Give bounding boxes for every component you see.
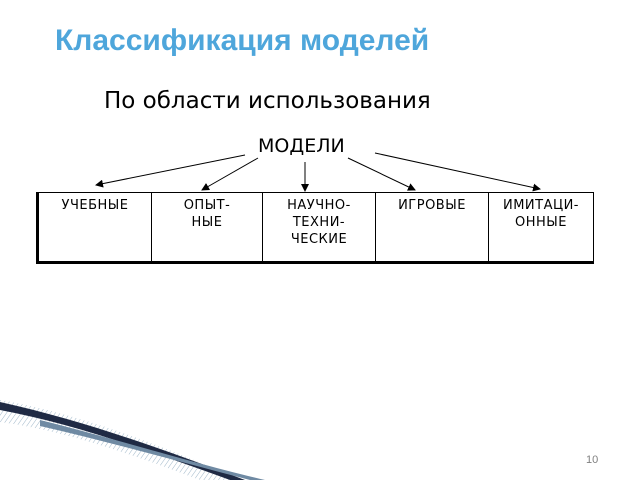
category-uchebnye: УЧЕБНЫЕ [36, 192, 152, 263]
slide-title: Классификация моделей [55, 24, 430, 57]
arrow-to-uchebnye [95, 154, 246, 188]
category-opytnye: ОПЫТ-НЫЕ [151, 192, 263, 263]
slide-subtitle: По области использования [104, 88, 431, 114]
category-nauchno-tekhnicheskie: НАУЧНО-ТЕХНИ-ЧЕСКИЕ [262, 192, 376, 263]
category-label: ИГРОВЫЕ [398, 198, 466, 213]
decorative-swoosh [0, 400, 265, 480]
arrow-to-opytnye [201, 157, 259, 191]
root-node: МОДЕЛИ [258, 135, 345, 157]
category-label: ОПЫТ-НЫЕ [183, 198, 231, 230]
category-imitatsionnye: ИМИТАЦИ-ОННЫЕ [488, 192, 594, 263]
page-number: 10 [586, 454, 599, 466]
categories-table: УЧЕБНЫЕ ОПЫТ-НЫЕ НАУЧНО-ТЕХНИ-ЧЕСКИЕ ИГР… [36, 192, 594, 264]
arrow-to-imitatsionnye [374, 152, 541, 192]
categories-row: УЧЕБНЫЕ ОПЫТ-НЫЕ НАУЧНО-ТЕХНИ-ЧЕСКИЕ ИГР… [36, 192, 594, 263]
category-label: УЧЕБНЫЕ [61, 198, 129, 213]
category-igrovye: ИГРОВЫЕ [375, 192, 489, 263]
category-label: ИМИТАЦИ-ОННЫЕ [502, 198, 579, 230]
category-label: НАУЧНО-ТЕХНИ-ЧЕСКИЕ [287, 198, 351, 247]
arrow-to-igrovye [347, 157, 416, 191]
